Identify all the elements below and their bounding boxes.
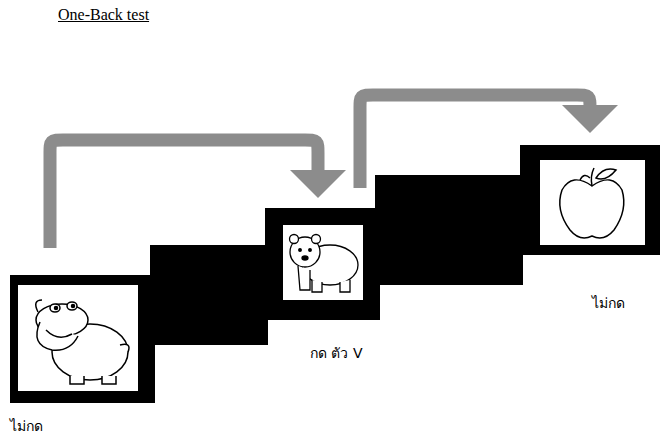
response-label: ไม่กด (10, 418, 43, 435)
stimulus-frame (10, 275, 155, 403)
bear-drawing (290, 235, 359, 293)
apple-drawing (560, 168, 624, 238)
response-label: ไม่กด (592, 295, 625, 312)
blank-frame (150, 245, 268, 345)
stimulus-box: ไม่กด (10, 275, 155, 403)
picture-window (540, 160, 645, 245)
stimulus-frame (265, 208, 380, 320)
stimulus-box: กด ตัว V (265, 208, 380, 320)
diagram-title: One-Back test (58, 6, 149, 24)
arrow-head (290, 170, 346, 198)
blank-frame (375, 175, 523, 285)
stimulus-frame (520, 145, 660, 255)
stimulus-box: ไม่กด (520, 145, 660, 255)
arrow-shaft (360, 95, 590, 188)
picture-window (18, 285, 138, 391)
picture-window (283, 225, 363, 300)
arrow-head (562, 105, 618, 133)
sequence-arrow (50, 140, 346, 248)
arrow-shaft (50, 140, 318, 248)
hippo-drawing (36, 300, 129, 384)
sequence-arrow (360, 95, 618, 188)
response-label: กด ตัว V (310, 345, 362, 362)
